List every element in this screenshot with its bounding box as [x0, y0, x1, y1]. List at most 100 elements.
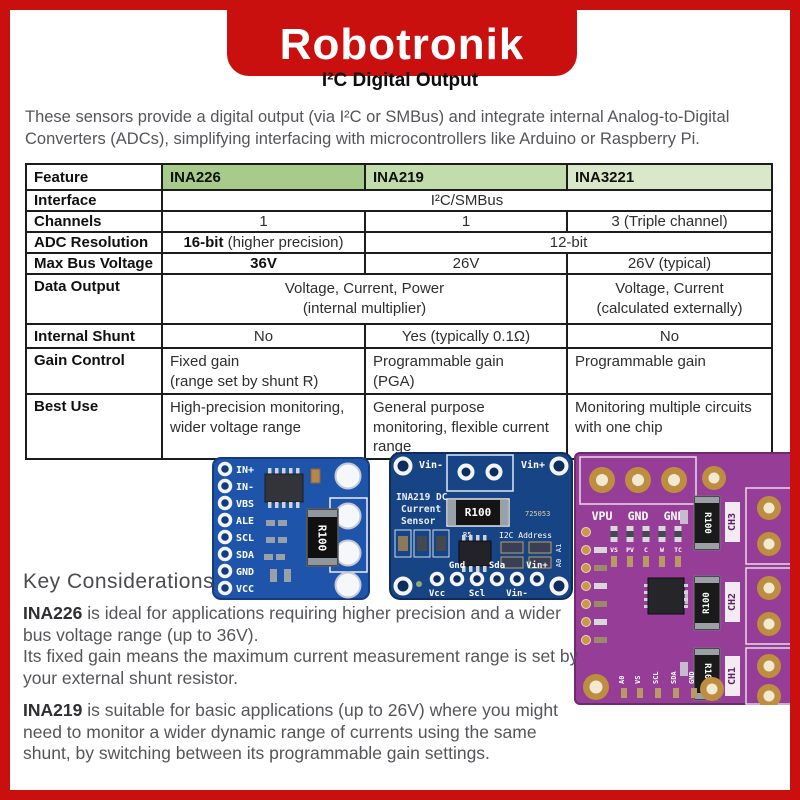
- smd-label: C: [644, 546, 648, 554]
- channel-label: CH2: [727, 593, 738, 611]
- channel-group-ch2: CH2 R100: [680, 567, 790, 645]
- row-voltage: Max Bus Voltage 36V 26V 26V (typical): [25, 252, 773, 275]
- paragraph-ina219: INA219 is suitable for basic application…: [23, 700, 585, 765]
- shunt-resistor: R100: [306, 508, 339, 567]
- shunt-resistor: R100: [446, 498, 510, 527]
- ina219-board-image: Vin- Vin+ INA219 DC Current Sensor R100 …: [389, 452, 573, 600]
- terminal-bracket: [446, 454, 514, 492]
- cell: Yes (typically 0.1Ω): [364, 323, 568, 349]
- ic-chip: [458, 535, 492, 572]
- pin-label: VBS: [236, 499, 254, 510]
- jumper-label: A1: [555, 544, 563, 552]
- resistor-value: R100: [702, 592, 712, 614]
- table-header-row: Feature INA226 INA219 INA3221: [25, 163, 773, 191]
- output-line: Voltage, Current, Power: [284, 280, 445, 297]
- row-label: Gain Control: [25, 347, 163, 395]
- pin-label: SCL: [236, 533, 254, 544]
- output-line: (calculated externally): [596, 300, 743, 317]
- pin-label: Vin+: [521, 459, 545, 471]
- smd-capacitor: [310, 468, 321, 484]
- pin-label: Vin+: [526, 560, 548, 571]
- row-adc: ADC Resolution 16-bit (higher precision)…: [25, 231, 773, 254]
- row-label: Data Output: [25, 273, 163, 325]
- pin-header: IN+ IN- VBS ALE SCL SDA GND VCC: [217, 461, 254, 596]
- pin-header: Gnd Sda Vin+ Vcc Scl Vin-: [429, 560, 549, 599]
- ic-chip: [644, 577, 688, 615]
- terminal-hole: [485, 463, 503, 481]
- pin-label: Gnd: [449, 561, 465, 571]
- gain-line: Fixed gain: [170, 353, 240, 370]
- row-interface: Interface I²C/SMBus: [25, 189, 773, 212]
- left-holes: [581, 527, 607, 645]
- cell-interface-all: I²C/SMBus: [161, 189, 773, 212]
- component-label: R5: [463, 531, 471, 539]
- pin-label: VPU: [592, 509, 613, 523]
- row-label: Interface: [25, 189, 163, 212]
- ina3221-board-image: VPU GND GND VS PV C W TC: [574, 452, 790, 705]
- pin-label: GND: [664, 509, 685, 523]
- channel-label: CH1: [727, 667, 738, 685]
- row-label: Channels: [25, 210, 163, 233]
- smd-row: VS PV C W TC: [610, 526, 682, 567]
- row-best-use: Best Use High-precision monitoring, wide…: [25, 393, 773, 460]
- cell: 3 (Triple channel): [566, 210, 773, 233]
- top-pin-labels: VPU GND GND: [592, 509, 685, 523]
- row-output: Data Output Voltage, Current, Power (int…: [25, 273, 773, 325]
- bottom-gold-holes: [583, 674, 724, 701]
- pin-label: SCL: [652, 671, 660, 684]
- col-ina226: INA226: [161, 163, 366, 191]
- smd-parts: [394, 529, 450, 558]
- terminal-hole: [457, 463, 475, 481]
- col-ina219: INA219: [364, 163, 568, 191]
- cell: 26V (typical): [566, 252, 773, 275]
- gain-line: Programmable gain: [373, 353, 504, 370]
- mounting-holes: [334, 462, 362, 599]
- cell: 1: [161, 210, 366, 233]
- i2c-address-label: I2C Address: [499, 531, 552, 540]
- gain-line: (range set by shunt R): [170, 373, 319, 390]
- cell: 26V: [364, 252, 568, 275]
- smd-dot: [416, 581, 422, 587]
- key-considerations-heading: Key Considerations:: [23, 570, 221, 593]
- pin-label: VCC: [236, 584, 254, 595]
- row-label: Internal Shunt: [25, 323, 163, 349]
- output-line: Voltage, Current: [615, 280, 724, 297]
- row-gain: Gain Control Fixed gain (range set by sh…: [25, 347, 773, 395]
- brand-logo-text: Robotronik: [279, 20, 525, 69]
- pin-label: ALE: [236, 516, 254, 527]
- smd-label: VS: [610, 546, 618, 554]
- pin-label: Vin-: [419, 459, 443, 471]
- row-label: Best Use: [25, 393, 163, 460]
- cell: No: [566, 323, 773, 349]
- cell: General purpose monitoring, flexible cur…: [364, 393, 568, 460]
- row-channels: Channels 1 1 3 (Triple channel): [25, 210, 773, 233]
- pin-label: Sda: [489, 561, 505, 571]
- cell: 12-bit: [364, 231, 773, 254]
- smd-label: W: [660, 546, 664, 554]
- brand-logo: Robotronik: [227, 10, 577, 76]
- col-feature: Feature: [25, 163, 163, 191]
- pin-label: VS: [634, 676, 642, 684]
- pin-label: Vcc: [429, 589, 445, 599]
- smd-parts: [264, 520, 291, 582]
- adc-bold: 16-bit: [183, 234, 224, 251]
- pin-label: Vin-: [506, 588, 528, 599]
- corner-holes: [393, 456, 569, 596]
- title-line: Current: [401, 504, 441, 515]
- bottom-pin-labels: A0 VS SCL SDA GND: [618, 671, 697, 698]
- cell: Voltage, Current, Power (internal multip…: [161, 273, 568, 325]
- resistor-value: R100: [465, 506, 492, 519]
- pin-label: GND: [236, 567, 254, 578]
- cell: Monitoring multiple circuits with one ch…: [566, 393, 773, 460]
- batch-code: 725053: [525, 510, 550, 518]
- ina219-text: is suitable for basic applications (up t…: [23, 700, 559, 763]
- channel-group-ch3: CH3 R100: [680, 487, 790, 565]
- ina226-lead: INA226: [23, 603, 83, 623]
- smd-label: TC: [674, 546, 682, 554]
- ina226-text: is ideal for applications requiring high…: [23, 603, 561, 645]
- ina219-lead: INA219: [23, 700, 83, 720]
- smd-label: PV: [626, 546, 634, 554]
- pin-label: GND: [688, 671, 696, 684]
- ina226-text-2: Its fixed gain means the maximum current…: [23, 646, 579, 688]
